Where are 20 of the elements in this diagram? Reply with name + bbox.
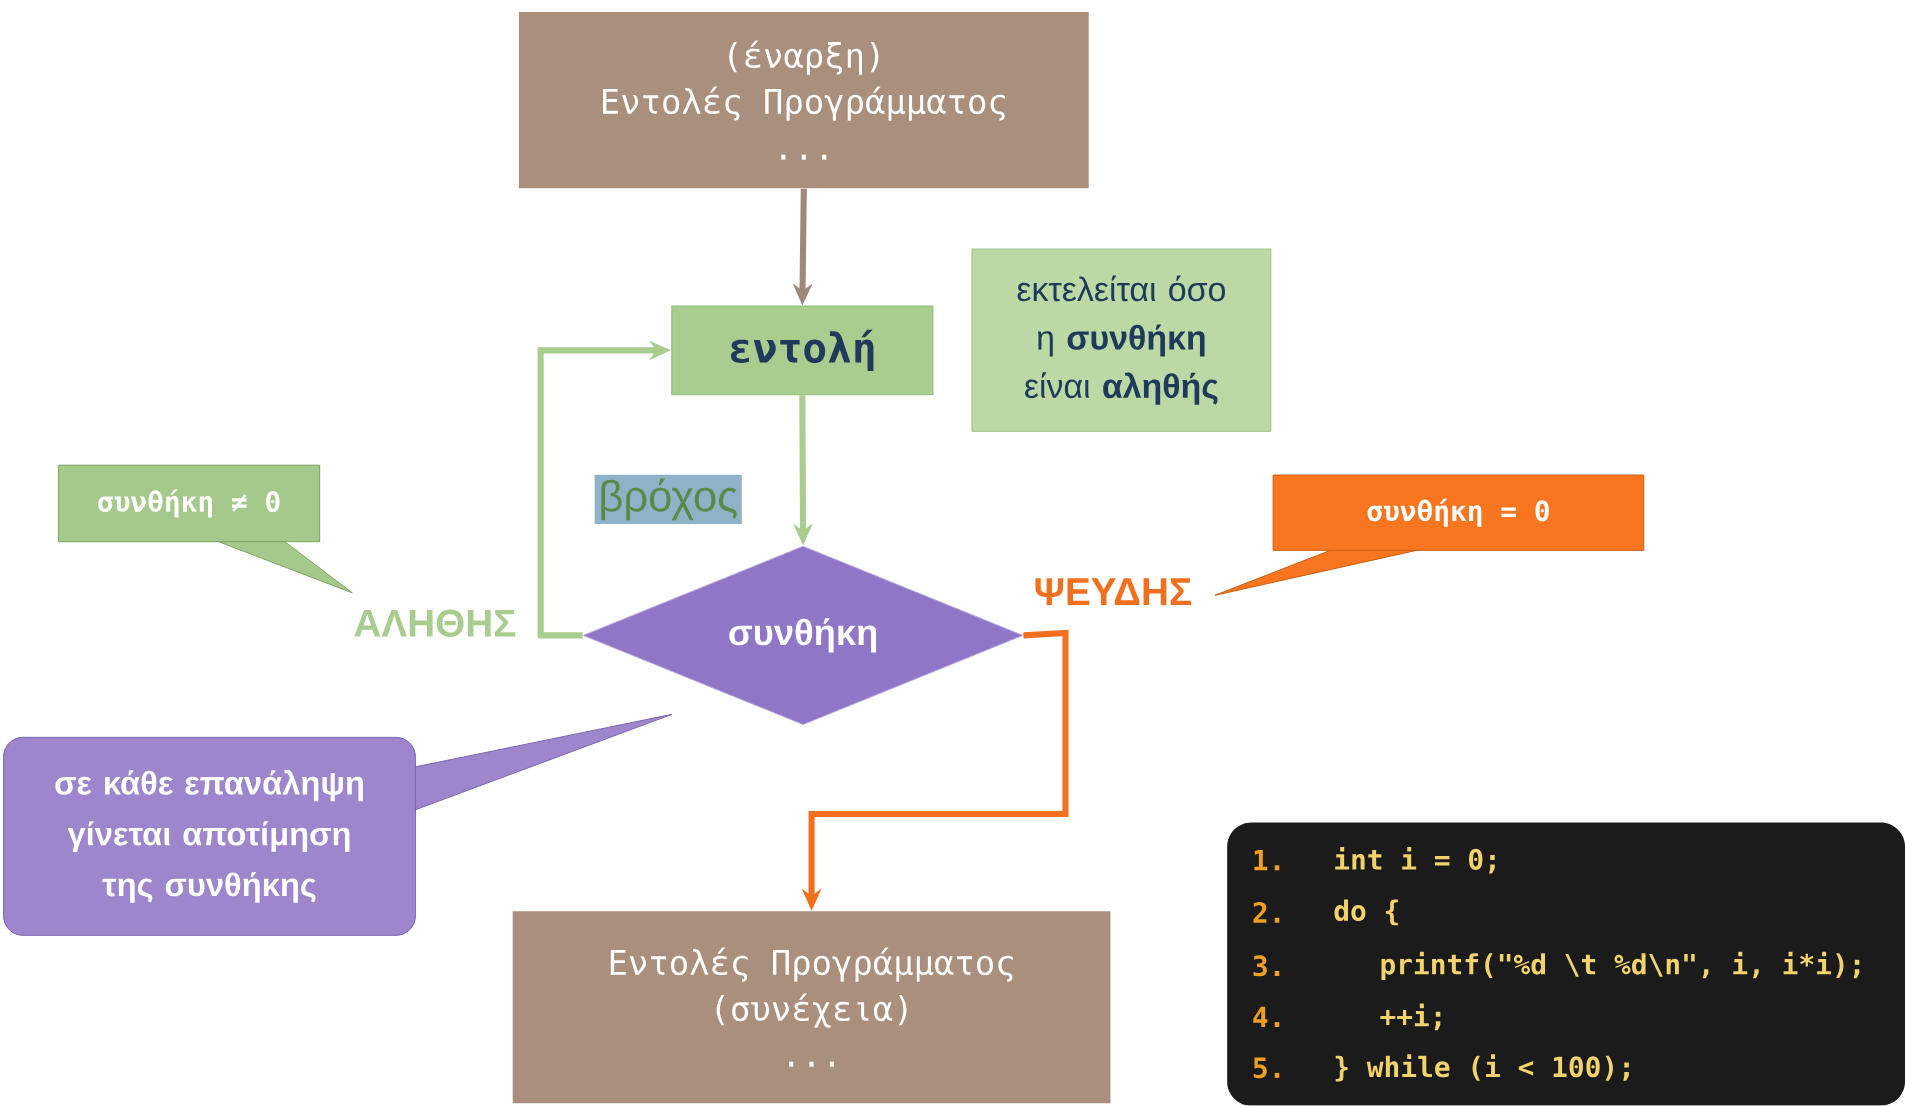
callout: συνθήκη ≠ 0: [57, 464, 353, 594]
line-number: 5.: [1253, 1057, 1280, 1079]
program-box: Εντολές Προγράμματος (συνέχεια) ...: [512, 911, 1111, 1104]
line-number: 3.: [1253, 955, 1280, 977]
code-line: int i = 0;: [1335, 847, 1495, 874]
code-line: printf("%d \t %d\n", i, i*i);: [1381, 951, 1860, 981]
line-number: 2.: [1253, 902, 1280, 923]
edge-label: ΑΛΗΘΗΣ: [350, 607, 519, 640]
callout: συνθήκη = 0: [1214, 474, 1645, 596]
statement-box: εντολή: [671, 305, 934, 396]
program-box: (έναρξη) Εντολές Προγράμματος ...: [518, 12, 1089, 189]
edge-label: ΨΕΥΔΗΣ: [1031, 576, 1195, 608]
highlighted-label: βρόχος: [594, 474, 742, 525]
code-line: ++i;: [1380, 1003, 1441, 1031]
callout: σε κάθε επανάληψη γίνεται αποτίμηση της συνθήκης: [3, 714, 673, 937]
note-box: εκτελείται όσο η συνθήκη είναι αληθής: [971, 248, 1272, 432]
line-number: 4.: [1253, 1007, 1280, 1028]
code-line: do {: [1334, 899, 1398, 926]
line-number: 1.: [1254, 850, 1280, 871]
code-line: } while (i < 100);: [1335, 1054, 1629, 1082]
